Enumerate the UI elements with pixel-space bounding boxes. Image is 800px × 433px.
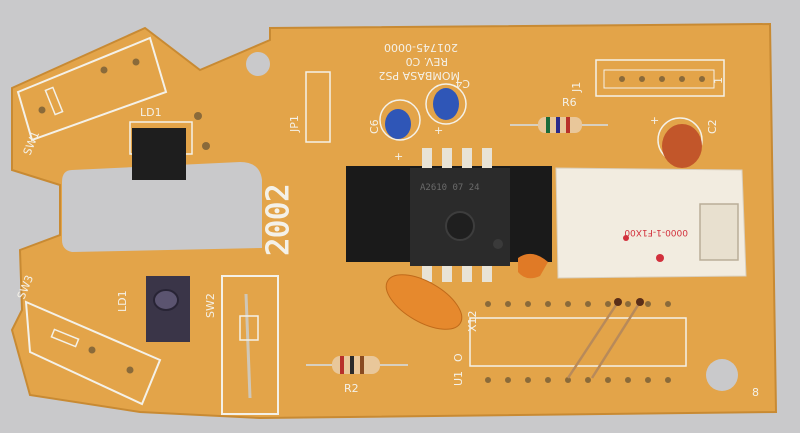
connector-marking: 0000-1-F1X00 <box>624 227 688 237</box>
j1-pad <box>679 76 685 82</box>
chip-pins-bottom <box>422 262 492 282</box>
label-x12: X12 <box>466 310 479 332</box>
c4-capacitor <box>433 88 459 120</box>
solder-pad <box>636 298 644 306</box>
label-jp1: JP1 <box>288 115 301 133</box>
sw2-footprint <box>221 275 279 415</box>
mounting-hole <box>246 52 270 76</box>
label-ld1-bottom: LD1 <box>116 290 129 312</box>
jp1-footprint <box>305 71 331 143</box>
mounting-hole <box>706 359 738 391</box>
r6-band <box>556 117 560 133</box>
label-r2: R2 <box>344 382 359 395</box>
j1-pad <box>639 76 645 82</box>
via <box>194 112 202 120</box>
c4-outline <box>425 83 467 125</box>
sw1-footprint <box>16 36 168 142</box>
plus-c6: + <box>394 150 403 163</box>
svg-text:201745-0000: 201745-0000 <box>384 41 458 54</box>
ld1-bottom-lens <box>153 289 179 311</box>
svg-text:MOMBASA PS2: MOMBASA PS2 <box>378 69 460 82</box>
red-mark <box>623 235 629 241</box>
j1-pad <box>619 76 625 82</box>
u1-footprint <box>469 317 687 367</box>
j1-pad <box>699 76 705 82</box>
label-sw2: SW2 <box>204 293 217 318</box>
label-j1-pin: 1 <box>712 77 725 84</box>
j1-inner <box>603 69 715 89</box>
solder-pad <box>614 298 622 306</box>
chip-lens <box>445 211 475 241</box>
label-r6: R6 <box>562 96 577 109</box>
crystal-x12 <box>385 274 463 330</box>
j1-footprint <box>595 59 725 97</box>
r6-band <box>566 117 570 133</box>
label-u1: U1 <box>452 371 465 386</box>
plus-c4: + <box>434 124 443 137</box>
r2-resistor <box>332 356 380 374</box>
j1-pad <box>659 76 665 82</box>
date-marking: 2002 <box>261 184 296 256</box>
label-j1: J1 <box>570 82 583 93</box>
ld1-top-component <box>132 128 186 180</box>
label-c6: C6 <box>368 119 381 134</box>
r6-band <box>546 117 550 133</box>
chip-pins-top <box>422 148 492 170</box>
r2-band <box>350 356 354 374</box>
sw2-pad <box>239 315 259 341</box>
c6-capacitor <box>385 109 411 139</box>
svg-text:REV. C0: REV. C0 <box>406 55 448 68</box>
u1-pads-top <box>485 301 671 307</box>
label-ld1-top: LD1 <box>140 106 162 119</box>
sw3-footprint <box>24 300 162 406</box>
label-c2: C2 <box>706 119 719 134</box>
c6-outline <box>379 99 421 141</box>
chip-marking: A2610 07 24 <box>420 183 480 193</box>
wire-jumper <box>566 301 620 379</box>
board-title: MOMBASA PS2 REV. C0 201745-0000 <box>378 41 460 82</box>
cable-connector <box>555 167 747 279</box>
label-c4: C4 <box>455 77 470 90</box>
plus-c2: + <box>650 114 659 127</box>
u1-pads-bottom <box>485 377 671 383</box>
via <box>202 142 210 150</box>
sw2-jumper <box>244 293 252 399</box>
red-mark <box>656 254 664 262</box>
connector-latch <box>699 203 739 261</box>
board-cutout <box>62 162 262 252</box>
r2-band <box>340 356 344 374</box>
r2-band <box>360 356 364 374</box>
chip-dimple <box>493 239 503 249</box>
board-number: 8 <box>752 386 759 399</box>
label-u1-pin: O <box>452 353 465 362</box>
c2-capacitor <box>662 124 702 168</box>
wire-jumper <box>590 301 642 379</box>
small-component <box>518 253 548 279</box>
